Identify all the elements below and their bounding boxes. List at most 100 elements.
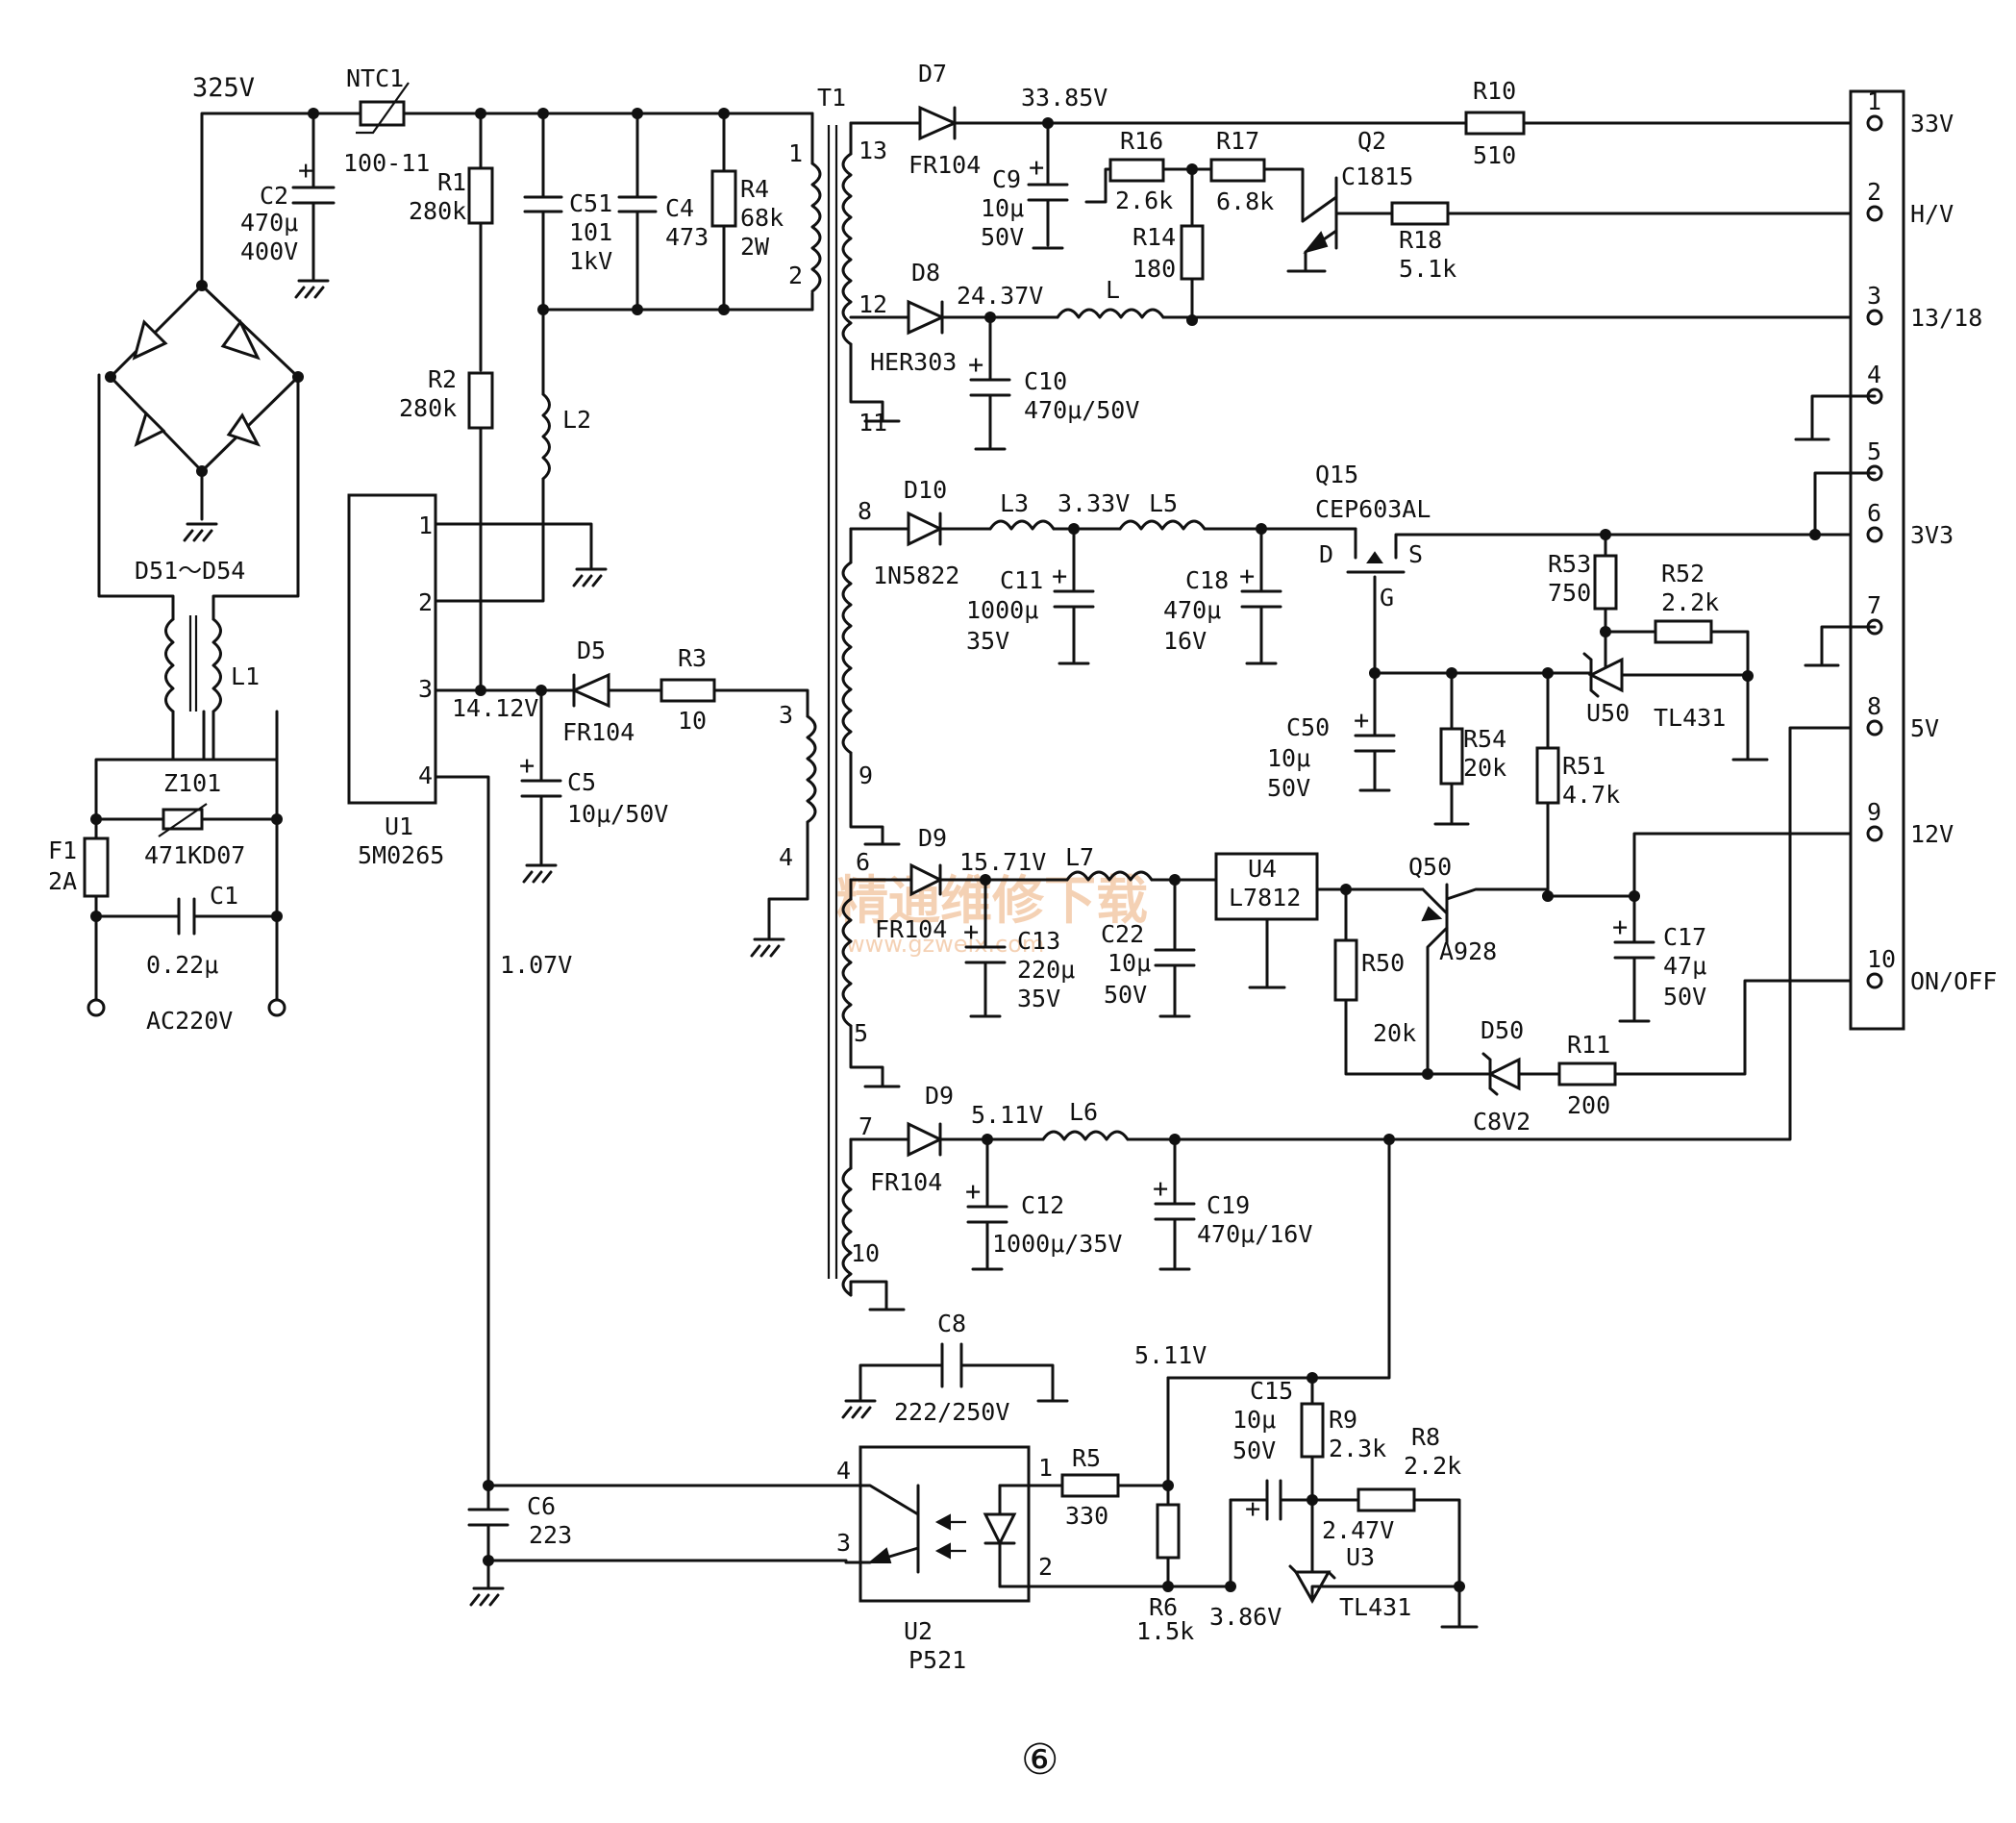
c18-name: C18 <box>1185 566 1229 594</box>
r14-name: R14 <box>1132 223 1176 251</box>
z101-value: 471KD07 <box>144 841 245 869</box>
ac-terminal-left <box>87 998 106 1017</box>
t1-pin7: 7 <box>859 1112 873 1140</box>
transformer-t1: T1 <box>817 84 846 1279</box>
c18-plus: + <box>1239 562 1255 591</box>
resistor-r5 <box>1060 1473 1120 1498</box>
v1-07-label: 1.07V <box>500 951 572 979</box>
shunt-regulator-u50: U50 TL431 <box>1582 652 1750 732</box>
d9b-part: FR104 <box>870 1168 942 1196</box>
r8-value: 2.2k <box>1404 1452 1461 1480</box>
c13-name: C13 <box>1017 927 1060 955</box>
c15-plus: + <box>1245 1494 1260 1524</box>
r50-value: 20k <box>1373 1019 1416 1047</box>
u1-pin4: 4 <box>418 762 433 789</box>
connector-pin-10 <box>1866 972 1883 989</box>
v2-47-label: 2.47V <box>1322 1516 1394 1544</box>
c8-value: 222/250V <box>894 1398 1009 1426</box>
q15-name: Q15 <box>1315 461 1358 488</box>
u1-name: U1 <box>385 812 413 840</box>
connector-pin-label: 3V3 <box>1910 521 1954 549</box>
l3-name: L3 <box>1000 489 1029 517</box>
secondary-12v: 6 5 FR104 15.71V + C13 220μ 35V L7 C22 1… <box>841 832 1877 1136</box>
c4-value: 473 <box>665 223 709 251</box>
resistor-r53 <box>1593 554 1618 611</box>
f1-name: F1 <box>48 837 77 864</box>
resistor-r50 <box>1333 938 1358 1002</box>
zener-d50 <box>1486 1057 1521 1091</box>
r1-name: R1 <box>437 168 466 196</box>
secondary-5v: 7 10 D9 FR104 5.11V + C12 1000μ/35V L6 +… <box>841 726 1877 1311</box>
connector-pin-3 <box>1866 309 1883 326</box>
c1-value: 0.22μ <box>146 951 218 979</box>
c12-plus: + <box>965 1177 981 1207</box>
inductor-l2 <box>541 392 551 481</box>
r11-value: 200 <box>1567 1091 1610 1119</box>
resistor-r4 <box>710 169 737 228</box>
ac-terminal-right <box>267 998 286 1017</box>
capacitor-c8 <box>940 1342 963 1388</box>
c17-plus: + <box>1612 912 1628 942</box>
d5-part: FR104 <box>562 718 635 746</box>
c15-name: C15 <box>1250 1377 1293 1405</box>
feedback-section: 5.11V R9 2.3k + C15 10μ 50V R8 2.2k 2.47… <box>836 1137 1479 1674</box>
r18-value: 5.1k <box>1399 255 1456 283</box>
r17-name: R17 <box>1216 127 1259 155</box>
r54-value: 20k <box>1463 754 1506 782</box>
c12-value: 1000μ/35V <box>992 1230 1122 1258</box>
z101-name: Z101 <box>163 769 221 797</box>
d10-part: 1N5822 <box>873 562 959 589</box>
resistor-r51 <box>1535 746 1560 805</box>
u2-pin1: 1 <box>1038 1454 1053 1482</box>
v3-86-label: 3.86V <box>1209 1603 1282 1631</box>
r11-name: R11 <box>1567 1031 1610 1059</box>
u2-pin4: 4 <box>836 1457 851 1485</box>
secondary-3v3: 8 9 D9 D10 1N5822 L3 3.33V + C11 1000μ 3… <box>841 461 1877 902</box>
f1-value: 2A <box>48 867 77 895</box>
d10-name: D10 <box>904 476 947 504</box>
c22-voltage: 50V <box>1104 981 1147 1009</box>
t1-pin12: 12 <box>859 290 887 318</box>
t1-pin13: 13 <box>859 137 887 164</box>
q15-pin-d: D <box>1319 540 1333 568</box>
l-name: L <box>1106 276 1120 304</box>
v325-label: 325V <box>192 73 255 103</box>
diode-d7 <box>918 105 958 141</box>
c51-voltage: 1kV <box>569 247 612 275</box>
resistor-r18 <box>1390 201 1450 226</box>
c6-value: 223 <box>529 1521 572 1549</box>
c17-name: C17 <box>1663 923 1706 951</box>
v33-85-label: 33.85V <box>1021 84 1108 112</box>
optocoupler-u2: 4 3 1 2 U2 P521 <box>836 1445 1053 1674</box>
c5-plus: + <box>519 751 535 781</box>
c22-name: C22 <box>1101 920 1144 948</box>
bridge-label: D51～D54 <box>135 557 245 585</box>
c12-name: C12 <box>1021 1191 1064 1219</box>
connector-pin-label: 5V <box>1910 714 1939 742</box>
c13-plus: + <box>963 917 979 947</box>
q15-pin-s: S <box>1408 540 1423 568</box>
c2-voltage: 400V <box>240 237 298 265</box>
r10-name: R10 <box>1473 77 1516 105</box>
connector-pin-number: 10 <box>1867 945 1896 973</box>
resistor-r10 <box>1464 111 1526 136</box>
c10-plus: + <box>968 350 983 380</box>
c11-plus: + <box>1052 562 1067 591</box>
ac-label: AC220V <box>146 1007 233 1035</box>
transformer-aux-winding <box>806 714 817 824</box>
inductor-l <box>1056 308 1165 319</box>
c2-value: 470μ <box>240 209 298 237</box>
connector-body <box>1849 89 1905 1031</box>
winding-13-11 <box>841 152 853 346</box>
r6-value: 1.5k <box>1136 1617 1194 1645</box>
q15-part: CEP603AL <box>1315 495 1431 523</box>
q2-name: Q2 <box>1357 127 1386 155</box>
c2-name: C2 <box>260 182 288 210</box>
r51-value: 4.7k <box>1562 781 1620 809</box>
c17-voltage: 50V <box>1663 983 1706 1011</box>
ic-u1 <box>347 493 437 805</box>
d7-part: FR104 <box>908 151 981 179</box>
r6-name: R6 <box>1149 1593 1178 1621</box>
capacitor-c1 <box>177 897 196 936</box>
connector-pin-number: 5 <box>1867 437 1881 465</box>
